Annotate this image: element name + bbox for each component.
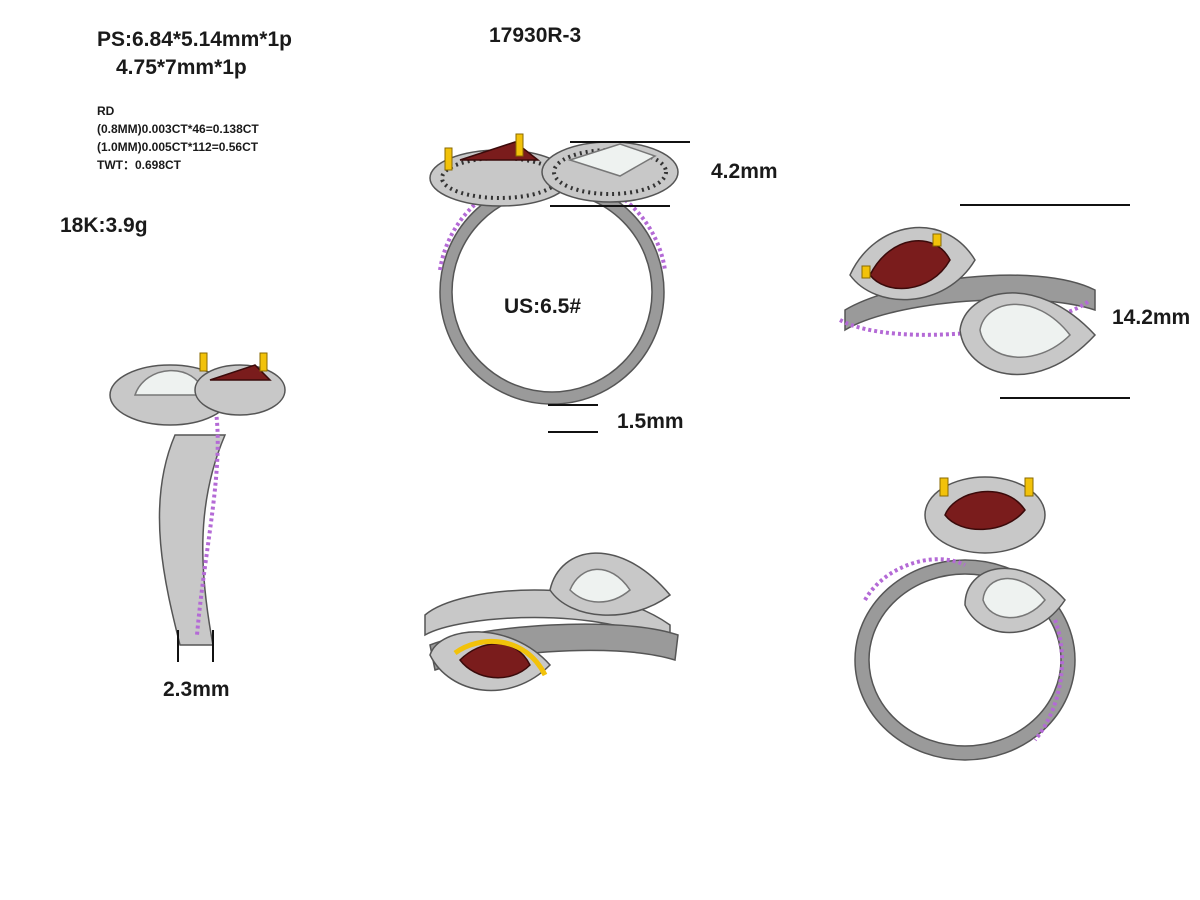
pear-diamond <box>567 143 657 177</box>
diamond-persp <box>982 577 1046 619</box>
top-view <box>839 204 1130 399</box>
gold-prong-persp-2 <box>1024 477 1034 497</box>
model-number: 17930R-3 <box>489 24 582 47</box>
side-view <box>109 352 286 662</box>
spec-line-2: (1.0MM)0.005CT*112=0.56CT <box>97 140 259 154</box>
gold-prong-left <box>444 147 453 171</box>
dim-band-top: 1.5mm <box>617 410 684 433</box>
spec-line-1: (0.8MM)0.003CT*46=0.138CT <box>97 122 259 136</box>
ruby-persp <box>944 490 1026 531</box>
ruby-side <box>209 364 272 381</box>
ruby-overhead <box>459 643 531 679</box>
shank-pave <box>195 404 220 636</box>
stone-spec-line-2: 4.75*7mm*1p <box>116 56 247 79</box>
metal-weight: 18K:3.9g <box>60 214 148 237</box>
gold-prong-top-2 <box>932 233 942 247</box>
diamond-overhead <box>569 568 631 603</box>
gold-prong-right <box>515 133 524 157</box>
perspective-view <box>854 476 1076 761</box>
diamond-top <box>979 303 1071 358</box>
dim-band-side: 2.3mm <box>163 678 230 701</box>
gold-gallery <box>453 639 548 677</box>
band-persp-pave-2 <box>1033 619 1065 742</box>
dim-length: 14.2mm <box>1112 306 1191 329</box>
gold-prong-side-2 <box>259 352 268 372</box>
band-persp-pave <box>863 557 966 602</box>
overhead-view <box>424 552 679 692</box>
dim-height: 4.2mm <box>711 160 778 183</box>
spec-line-3: TWT：0.698CT <box>97 158 182 172</box>
stone-details: RD (0.8MM)0.003CT*46=0.138CT (1.0MM)0.00… <box>97 102 259 174</box>
front-view <box>429 133 690 433</box>
ruby-top <box>869 239 951 290</box>
gold-prong-side-1 <box>199 352 208 372</box>
gold-prong-persp-1 <box>939 477 949 497</box>
pave-left <box>438 198 482 271</box>
stone-spec-line-1: PS:6.84*5.14mm*1p <box>97 28 292 51</box>
band-inner <box>451 191 653 393</box>
gold-prong-top-1 <box>861 265 871 279</box>
ruby-stone <box>459 141 541 161</box>
spec-heading: RD <box>97 104 115 118</box>
ring-size: US:6.5# <box>504 295 582 318</box>
